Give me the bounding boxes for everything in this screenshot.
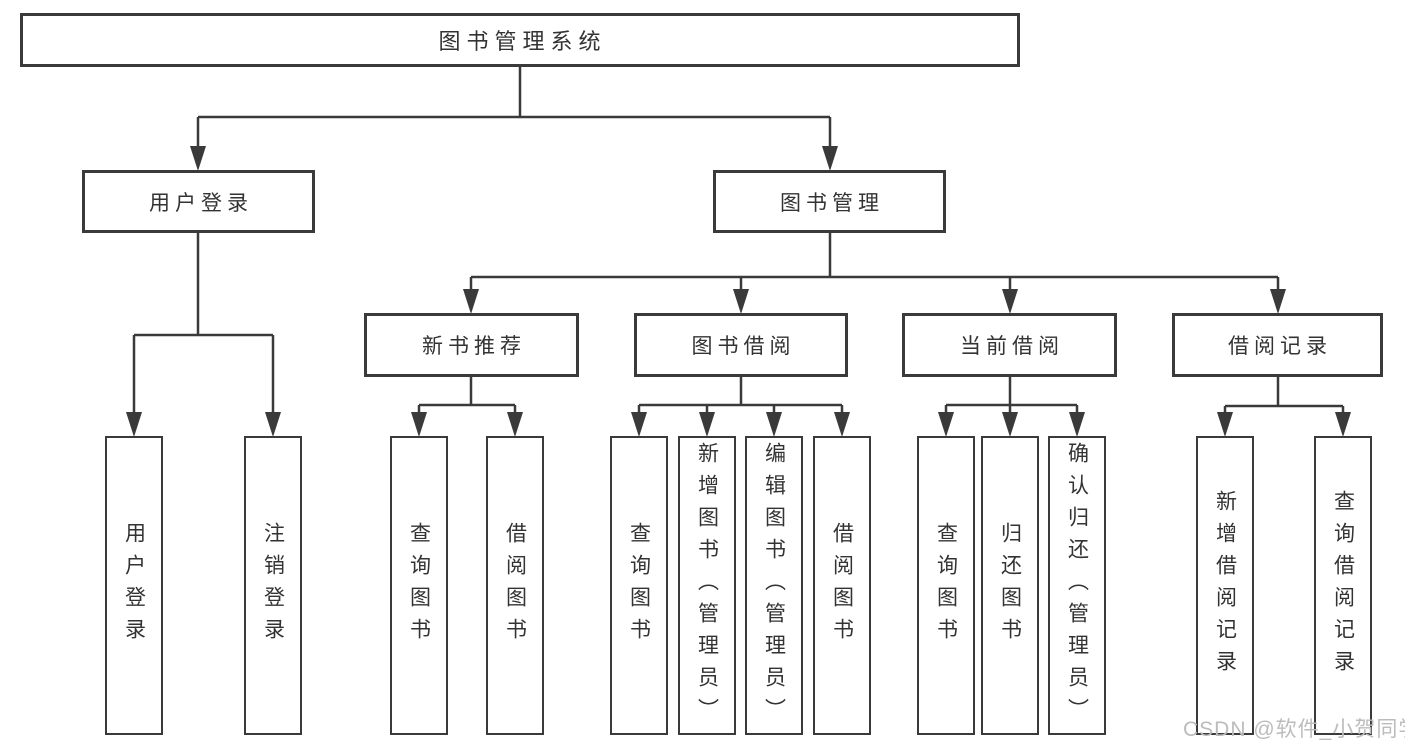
leaf-borrow-edit-admin-label: 编辑图书（管理员） [762, 441, 786, 730]
leaf-current-confirm-admin: 确认归还（管理员） [1048, 436, 1106, 735]
leaf-logout: 注销登录 [244, 436, 302, 735]
leaf-record-add: 新增借阅记录 [1196, 436, 1254, 735]
node-new-book-recommend-label: 新书推荐 [422, 335, 526, 358]
leaf-borrow-query-label: 查询图书 [627, 521, 651, 650]
edge-current-borrow-to-children [944, 377, 1079, 414]
leaf-current-return: 归还图书 [981, 436, 1039, 735]
leaf-newbook-borrow: 借阅图书 [486, 436, 544, 735]
leaf-borrow-query: 查询图书 [610, 436, 668, 735]
node-current-borrow-label: 当前借阅 [960, 335, 1064, 358]
leaf-borrow-add-admin: 新增图书（管理员） [678, 436, 736, 735]
leaf-user-login: 用户登录 [105, 436, 163, 735]
node-new-book-recommend: 新书推荐 [364, 313, 579, 377]
leaf-logout-label: 注销登录 [261, 521, 285, 650]
leaf-newbook-query-label: 查询图书 [407, 521, 431, 650]
leaf-current-confirm-admin-label: 确认归还（管理员） [1065, 441, 1089, 730]
node-book-management-label: 图书管理 [780, 191, 884, 215]
leaf-borrow-book-label: 借阅图书 [830, 521, 854, 650]
leaf-user-login-label: 用户登录 [122, 521, 146, 650]
node-current-borrow: 当前借阅 [902, 313, 1117, 377]
node-root: 图书管理系统 [20, 13, 1020, 67]
leaf-borrow-edit-admin: 编辑图书（管理员） [745, 436, 803, 735]
leaf-current-query: 查询图书 [917, 436, 975, 735]
leaf-record-query-label: 查询借阅记录 [1331, 489, 1355, 682]
leaf-record-add-label: 新增借阅记录 [1213, 489, 1237, 682]
edge-borrow-records-to-children [1223, 377, 1345, 414]
node-book-management: 图书管理 [713, 170, 946, 233]
leaf-current-query-label: 查询图书 [934, 521, 958, 650]
node-borrow-records: 借阅记录 [1172, 313, 1383, 377]
edge-user-login-to-children [132, 233, 275, 414]
node-borrow-records-label: 借阅记录 [1228, 335, 1332, 358]
node-book-borrow: 图书借阅 [634, 313, 848, 377]
leaf-record-query: 查询借阅记录 [1314, 436, 1372, 735]
node-user-login: 用户登录 [82, 170, 315, 233]
csdn-watermark: CSDN @软件_小贺同学 [1183, 718, 1405, 741]
leaf-newbook-query: 查询图书 [390, 436, 448, 735]
node-user-login-label: 用户登录 [149, 191, 253, 215]
edge-new-book-to-children [417, 377, 517, 414]
leaf-borrow-add-admin-label: 新增图书（管理员） [695, 441, 719, 730]
leaf-newbook-borrow-label: 借阅图书 [503, 521, 527, 650]
node-root-label: 图书管理系统 [438, 29, 607, 54]
edge-book-mgmt-to-sections [469, 233, 1280, 291]
leaf-current-return-label: 归还图书 [998, 521, 1022, 650]
edge-root-to-level2 [196, 67, 832, 148]
node-book-borrow-label: 图书借阅 [691, 335, 796, 358]
edge-book-borrow-to-children [637, 377, 844, 414]
arrowheads [126, 146, 1351, 437]
leaf-borrow-book: 借阅图书 [813, 436, 871, 735]
